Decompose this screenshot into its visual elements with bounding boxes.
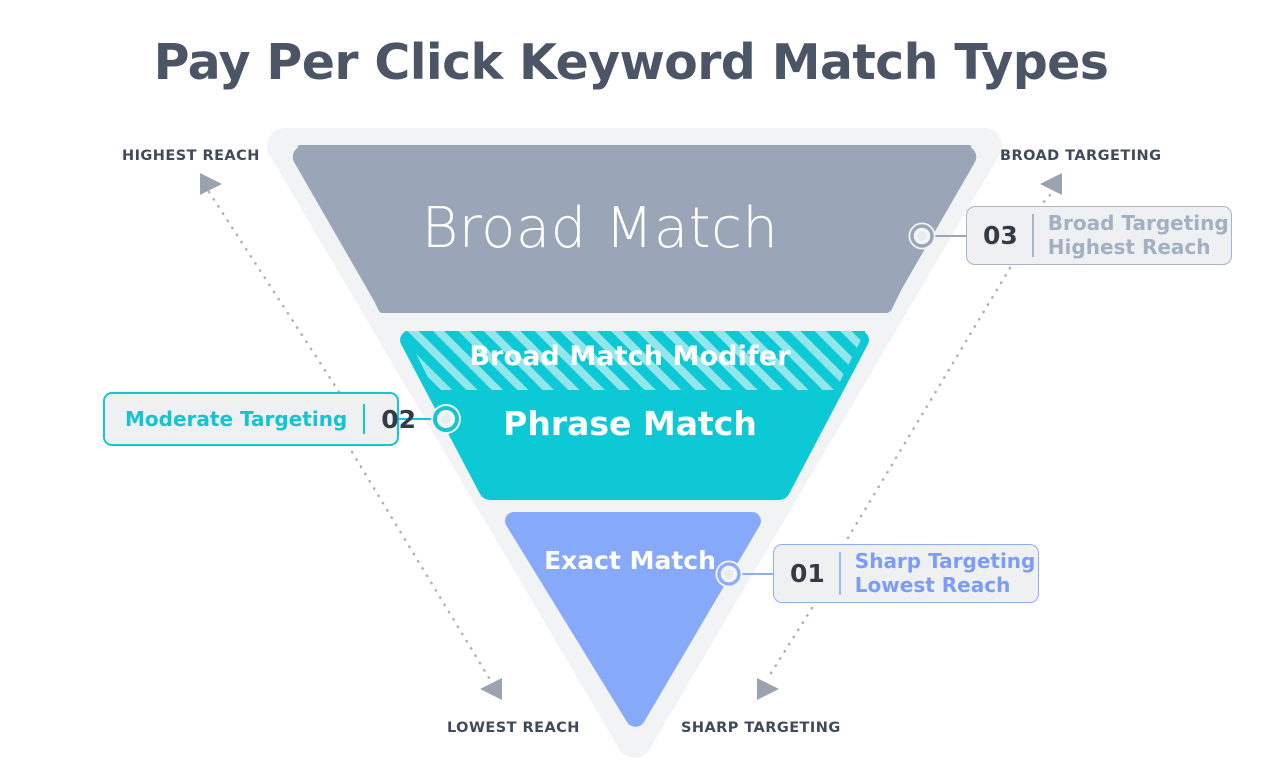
callout-01-text: Sharp Targeting Lowest Reach <box>854 549 1036 597</box>
callout-02-text: Moderate Targeting <box>125 407 348 431</box>
triangle-left-icon-bottom-left <box>480 678 502 700</box>
caption-highest-reach: HIGHEST REACH <box>122 148 260 164</box>
callout-01-divider <box>838 552 841 595</box>
callout-03-divider <box>1031 214 1034 257</box>
callout-03-number: 03 <box>983 221 1018 250</box>
callout-01-number: 01 <box>790 559 825 588</box>
caption-sharp-targeting: SHARP TARGETING <box>681 720 841 736</box>
callout-card-01[interactable]: 01 Sharp Targeting Lowest Reach <box>773 544 1039 603</box>
broad-match-modifier-hatch <box>404 331 866 390</box>
callout-03-text: Broad Targeting Highest Reach <box>1047 211 1229 259</box>
triangle-right-icon-bottom-right <box>757 678 779 700</box>
triangle-left-icon-top-right <box>1040 173 1062 195</box>
marker-03[interactable] <box>908 222 936 250</box>
leader-line-right-upper <box>1040 193 1052 206</box>
callout-01-line2: Lowest Reach <box>854 572 1011 597</box>
leader-line-right-middle <box>846 266 1012 540</box>
callout-03-line2: Highest Reach <box>1047 234 1211 259</box>
leader-line-left-lower <box>350 450 491 680</box>
marker-01[interactable] <box>715 560 743 588</box>
caption-lowest-reach: LOWEST REACH <box>447 720 580 736</box>
callout-card-02[interactable]: Moderate Targeting 02 <box>103 392 416 446</box>
marker-02[interactable] <box>431 404 461 434</box>
caption-broad-targeting: BROAD TARGETING <box>1000 148 1162 164</box>
segment-exact-match-fill <box>505 512 761 727</box>
callout-03-line1: Broad Targeting <box>1047 211 1229 236</box>
leader-line-left-upper <box>207 190 345 400</box>
callout-card-03[interactable]: 03 Broad Targeting Highest Reach <box>966 206 1232 265</box>
callout-02-divider <box>363 404 366 434</box>
triangle-right-icon-top-left <box>200 173 222 195</box>
leader-line-right-lower <box>766 606 814 680</box>
page-title: Pay Per Click Keyword Match Types <box>153 34 1109 91</box>
callout-01-line1: Sharp Targeting <box>854 549 1036 574</box>
segment-broad-match-fill <box>292 146 977 313</box>
callout-02-number: 02 <box>381 404 417 434</box>
